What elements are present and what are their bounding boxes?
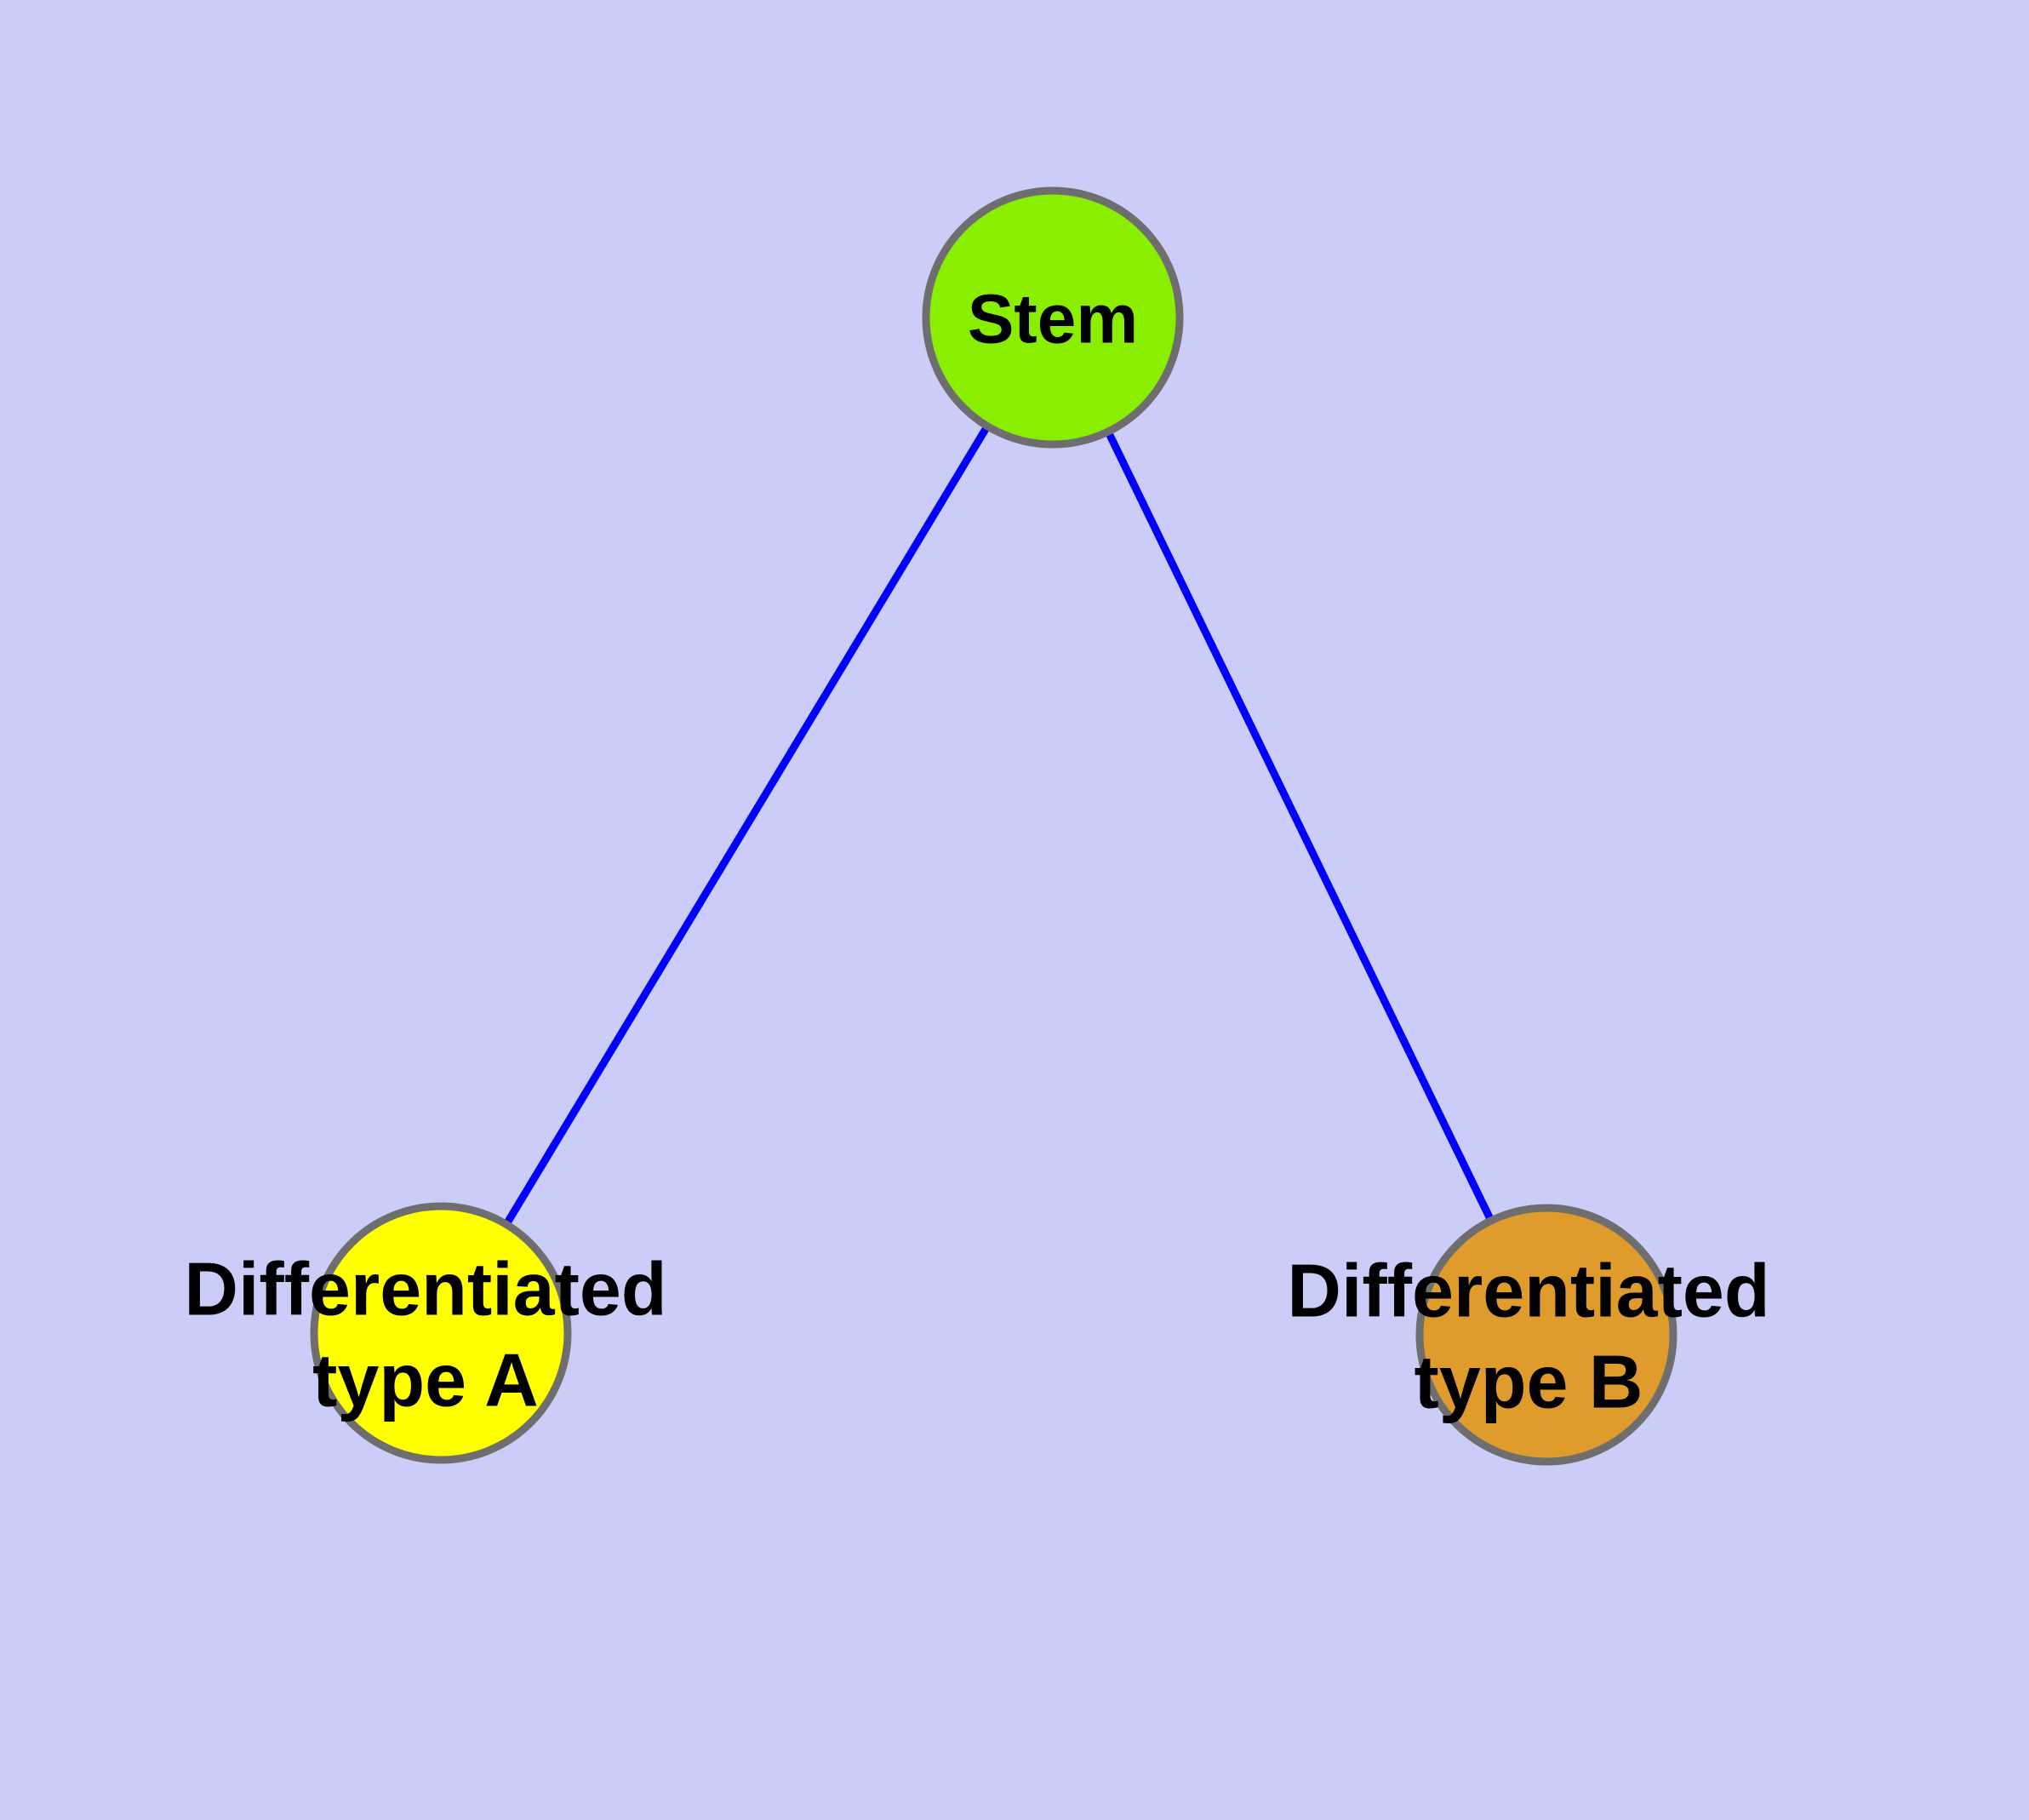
- node-diff-a-label-line-1: Differentiated: [184, 1246, 666, 1331]
- node-diff-a[interactable]: [310, 1202, 572, 1464]
- node-layer: [310, 186, 1677, 1466]
- node-diff-a-circle[interactable]: [310, 1202, 572, 1464]
- node-diff-b-circle[interactable]: [1415, 1204, 1677, 1466]
- node-diff-b[interactable]: [1415, 1204, 1677, 1466]
- edge-stem-to-diff-a[interactable]: [437, 315, 1056, 1336]
- edge-stem-to-diff-b[interactable]: [1049, 316, 1551, 1336]
- edge-layer: [437, 315, 1551, 1336]
- node-diff-b-label-line-1: Differentiated: [1287, 1248, 1769, 1332]
- node-stem-label: Stem: [968, 281, 1139, 358]
- node-diff-b-label-line-2: type B: [1415, 1339, 1643, 1423]
- label-layer: Stem Differentiated type A Differentiate…: [184, 281, 1769, 1424]
- node-stem[interactable]: [922, 186, 1184, 449]
- node-diff-a-label-line-2: type A: [312, 1337, 539, 1422]
- node-stem-circle[interactable]: [922, 186, 1184, 449]
